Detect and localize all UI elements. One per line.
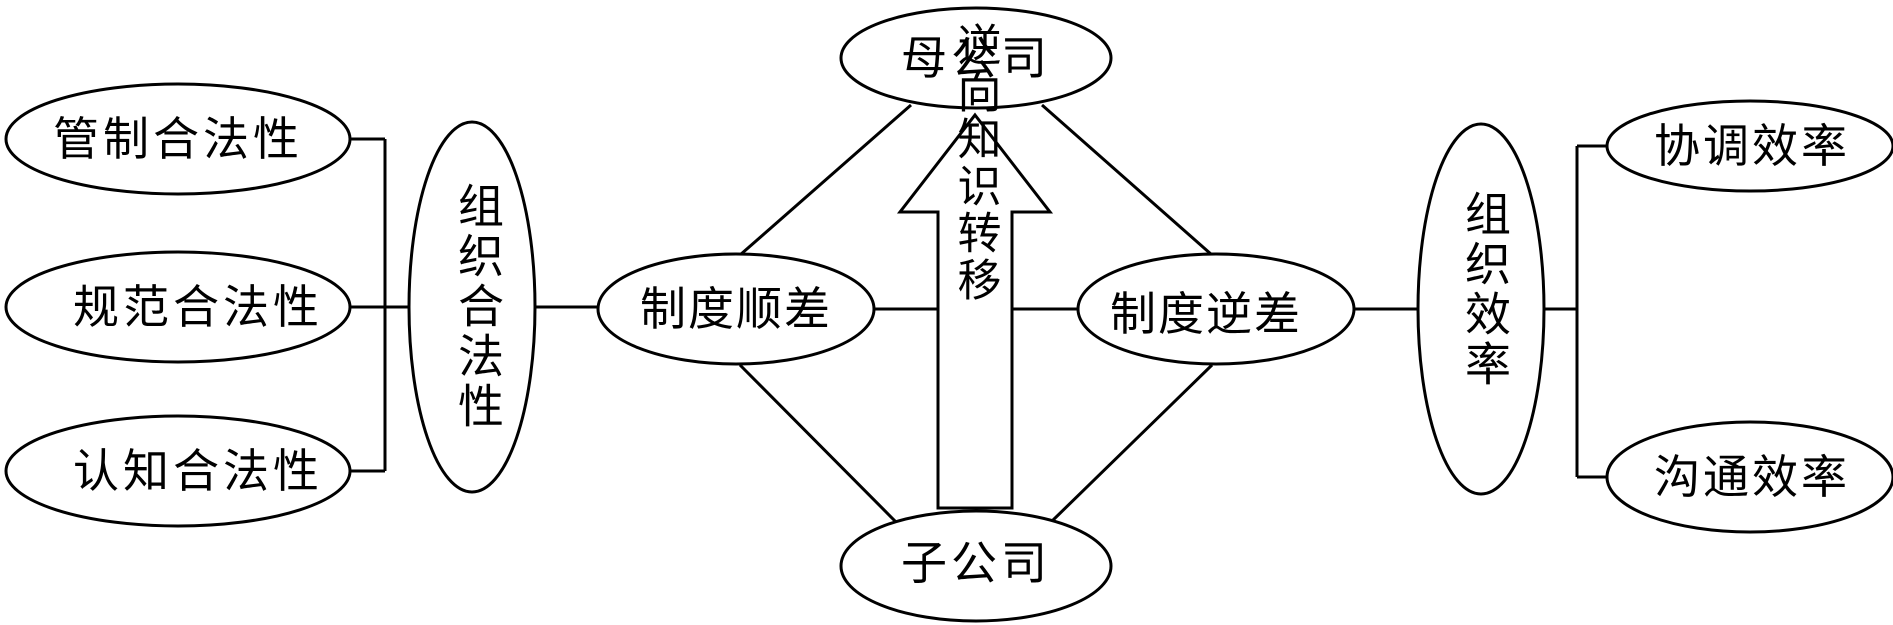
node-parent-company: 母公司 bbox=[839, 6, 1113, 110]
node-label: 制度顺差 bbox=[640, 282, 832, 336]
node-label: 协调效率 bbox=[1654, 119, 1850, 173]
node-label: 子公司 bbox=[901, 536, 1051, 590]
node-label: 沟通效率 bbox=[1654, 450, 1850, 504]
reverse-knowledge-transfer-arrow: 逆向知识转移 bbox=[896, 22, 1054, 510]
node-cognitive-legitimacy: 认知合法性 bbox=[4, 414, 352, 528]
connector-line bbox=[739, 103, 912, 257]
connector-line bbox=[1041, 103, 1213, 257]
node-normative-legitimacy: 规范合法性 bbox=[4, 250, 352, 364]
connector-line bbox=[738, 363, 900, 526]
node-subsidiary: 子公司 bbox=[839, 509, 1113, 623]
node-label: 制度逆差 bbox=[1110, 287, 1302, 341]
node-organizational-efficiency: 组织效率 bbox=[1416, 122, 1546, 496]
connector-line bbox=[1048, 363, 1214, 525]
node-label: 母公司 bbox=[901, 31, 1051, 85]
node-label: 组织合法性 bbox=[451, 182, 505, 432]
node-regulative-legitimacy: 管制合法性 bbox=[4, 82, 352, 196]
node-communication-efficiency: 沟通效率 bbox=[1605, 420, 1893, 534]
node-organizational-legitimacy: 组织合法性 bbox=[407, 120, 537, 494]
arrow-label: 逆向知识转移 bbox=[950, 22, 1001, 304]
node-coordination-efficiency: 协调效率 bbox=[1605, 99, 1893, 193]
node-label: 规范合法性 bbox=[73, 280, 323, 334]
node-institutional-gap-reverse: 制度逆差 bbox=[1076, 252, 1356, 366]
node-label: 管制合法性 bbox=[53, 112, 303, 166]
node-label: 组织效率 bbox=[1458, 190, 1512, 390]
node-institutional-gap-same: 制度顺差 bbox=[596, 252, 876, 366]
node-label: 认知合法性 bbox=[73, 444, 323, 498]
